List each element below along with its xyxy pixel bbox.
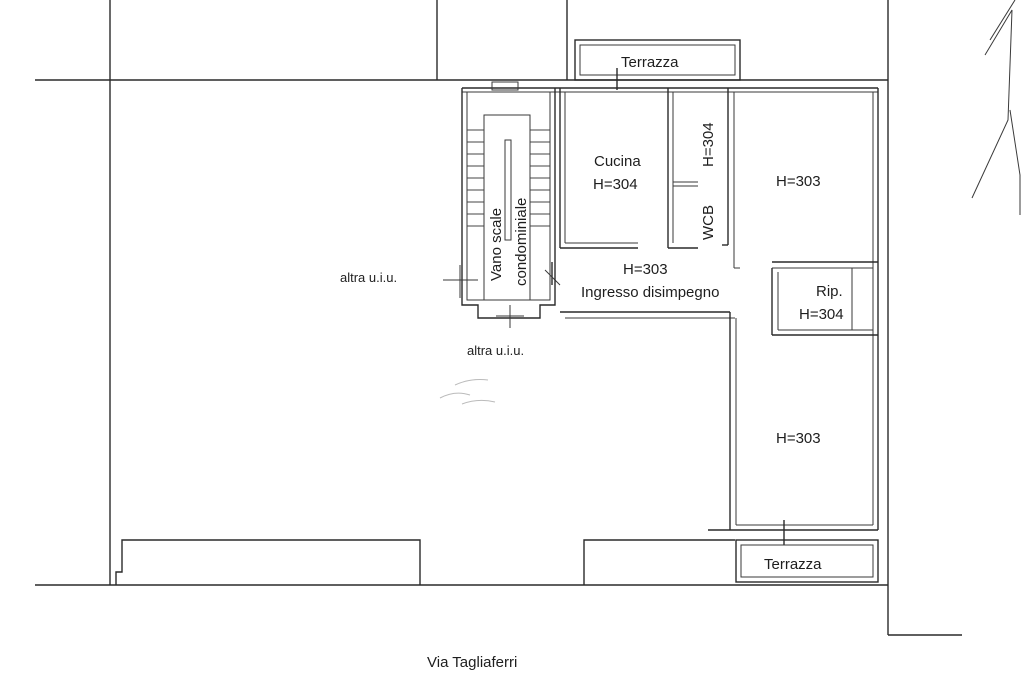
condominiale-label: condominiale (513, 198, 530, 286)
terrazza-top-label: Terrazza (621, 54, 679, 71)
scribble-mark (439, 379, 496, 405)
rip-height-label: H=304 (799, 306, 844, 323)
wc-height-label: H=304 (700, 122, 717, 167)
sketch-marks (971, 0, 1021, 215)
rip-label: Rip. (816, 283, 843, 300)
staircase (443, 81, 556, 328)
cucina-height-label: H=304 (593, 176, 638, 193)
bottom-frontage (115, 539, 879, 585)
street-name-label: Via Tagliaferri (427, 654, 517, 671)
room1-height-label: H=303 (776, 173, 821, 190)
building-outline (35, 0, 962, 636)
terrace-top (574, 39, 741, 90)
wc-label: WCB (700, 205, 717, 240)
altra-uiu-left-label: altra u.i.u. (340, 270, 397, 285)
altra-uiu-bottom-label: altra u.i.u. (467, 343, 524, 358)
apartment-walls (462, 87, 879, 545)
cucina-label: Cucina (594, 153, 641, 170)
ingresso-height-label: H=303 (623, 261, 668, 278)
room2-height-label: H=303 (776, 430, 821, 447)
ingresso-label: Ingresso disimpegno (581, 284, 719, 301)
terrazza-bottom-label: Terrazza (764, 556, 822, 573)
vano-scale-label: Vano scale (488, 208, 505, 281)
stair-treads (467, 129, 550, 227)
